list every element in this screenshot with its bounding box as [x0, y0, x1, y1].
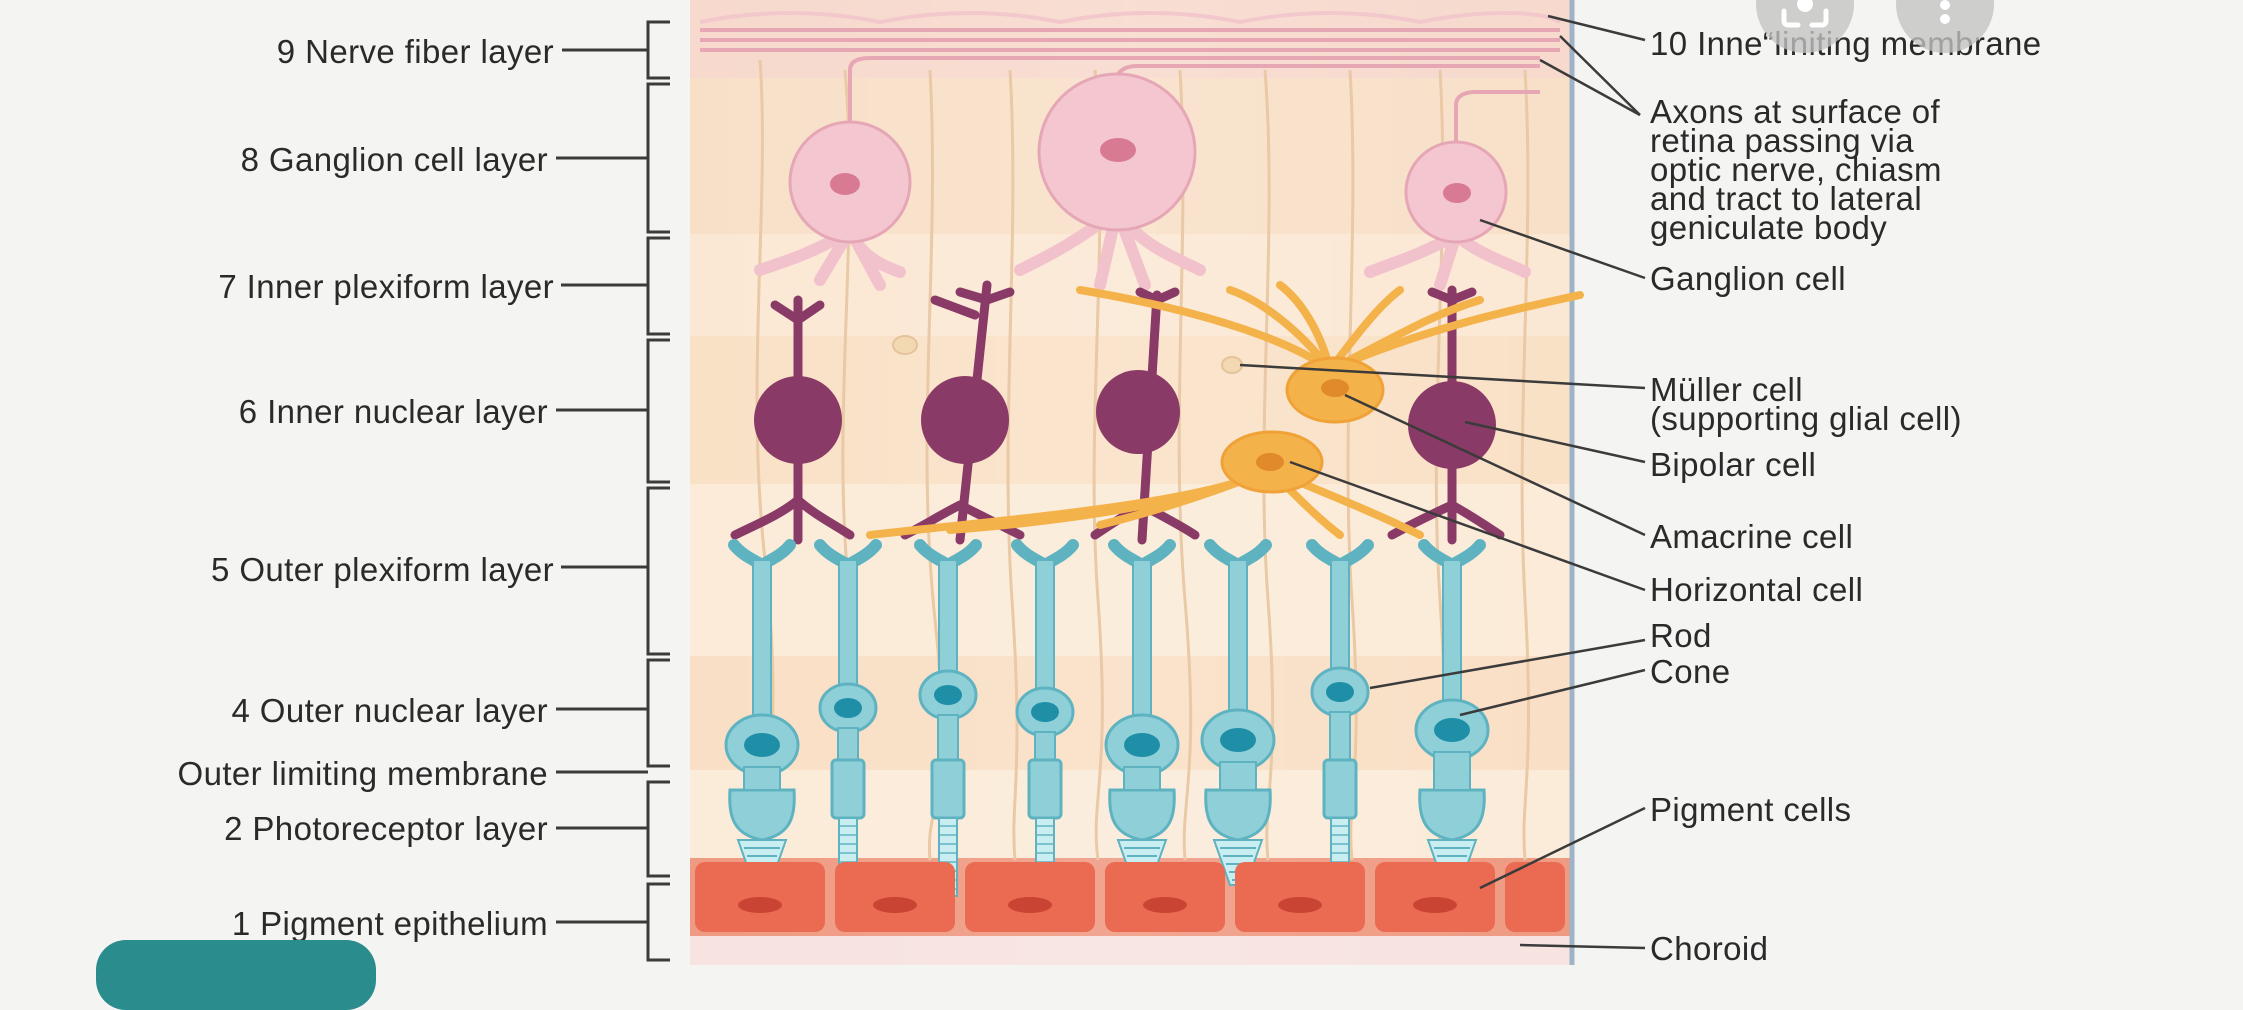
cone-cell-8-nucleus — [1434, 718, 1470, 742]
label-axons-line-5: geniculate body — [1650, 213, 1942, 242]
label-cone: Cone — [1650, 655, 1731, 688]
rod-cell-3-stalk — [938, 715, 958, 760]
teal-overlay-pill[interactable] — [96, 940, 376, 1010]
label-pigment-cells: Pigment cells — [1650, 793, 1851, 826]
layer-brackets — [556, 22, 670, 960]
rod-cell-2-nucleus — [834, 698, 862, 718]
more-vertical-icon — [1918, 0, 1972, 31]
rod-cell-2-stalk — [838, 728, 858, 760]
label-muller-cell-line-2: (supporting glial cell) — [1650, 404, 1962, 433]
cone-cell-6-nucleus — [1220, 728, 1256, 752]
label-rod: Rod — [1650, 619, 1712, 652]
cone-cell-5-neck — [1124, 767, 1160, 790]
rod-cell-4-stalk — [1035, 732, 1055, 760]
cone-cell-8-neck — [1434, 752, 1470, 790]
label-ganglion-cell: Ganglion cell — [1650, 262, 1846, 295]
label-outer-limiting-membrane: Outer limiting membrane — [178, 757, 549, 790]
rod-cell-7-nucleus — [1326, 682, 1354, 702]
label-horizontal-cell: Horizontal cell — [1650, 573, 1863, 606]
label-inner-plexiform-layer: 7 Inner plexiform layer — [218, 270, 554, 303]
cone-cell-1-neck — [744, 767, 780, 790]
label-bipolar-cell: Bipolar cell — [1650, 448, 1816, 481]
rod-cell-3-nucleus — [934, 685, 962, 705]
label-ganglion-cell-layer: 8 Ganglion cell layer — [241, 143, 548, 176]
label-outer-plexiform-layer: 5 Outer plexiform layer — [211, 553, 554, 586]
lens-icon — [1778, 0, 1832, 31]
label-outer-nuclear-layer: 4 Outer nuclear layer — [231, 694, 548, 727]
label-muller-cell: Müller cell (supporting glial cell) — [1650, 375, 1962, 433]
label-axons: Axons at surface of retina passing via o… — [1650, 97, 1942, 242]
label-amacrine-cell: Amacrine cell — [1650, 520, 1853, 553]
cone-cell-1-nucleus — [744, 733, 780, 757]
label-nerve-fiber-layer: 9 Nerve fiber layer — [277, 35, 554, 68]
label-inner-nuclear-layer: 6 Inner nuclear layer — [239, 395, 548, 428]
cone-cell-5-nucleus — [1124, 733, 1160, 757]
rod-cell-4-inner-segment — [1029, 760, 1061, 818]
rod-cell-2-inner-segment — [832, 760, 864, 818]
label-photoreceptor-layer: 2 Photoreceptor layer — [224, 812, 548, 845]
label-choroid: Choroid — [1650, 932, 1768, 965]
rod-cell-3-inner-segment — [932, 760, 964, 818]
rod-cell-7-inner-segment — [1324, 760, 1356, 818]
rod-cell-4-nucleus — [1031, 702, 1059, 722]
label-pigment-epithelium: 1 Pigment epithelium — [232, 907, 548, 940]
rod-cell-7-stalk — [1330, 712, 1350, 760]
cone-cell-6-neck — [1220, 762, 1256, 790]
